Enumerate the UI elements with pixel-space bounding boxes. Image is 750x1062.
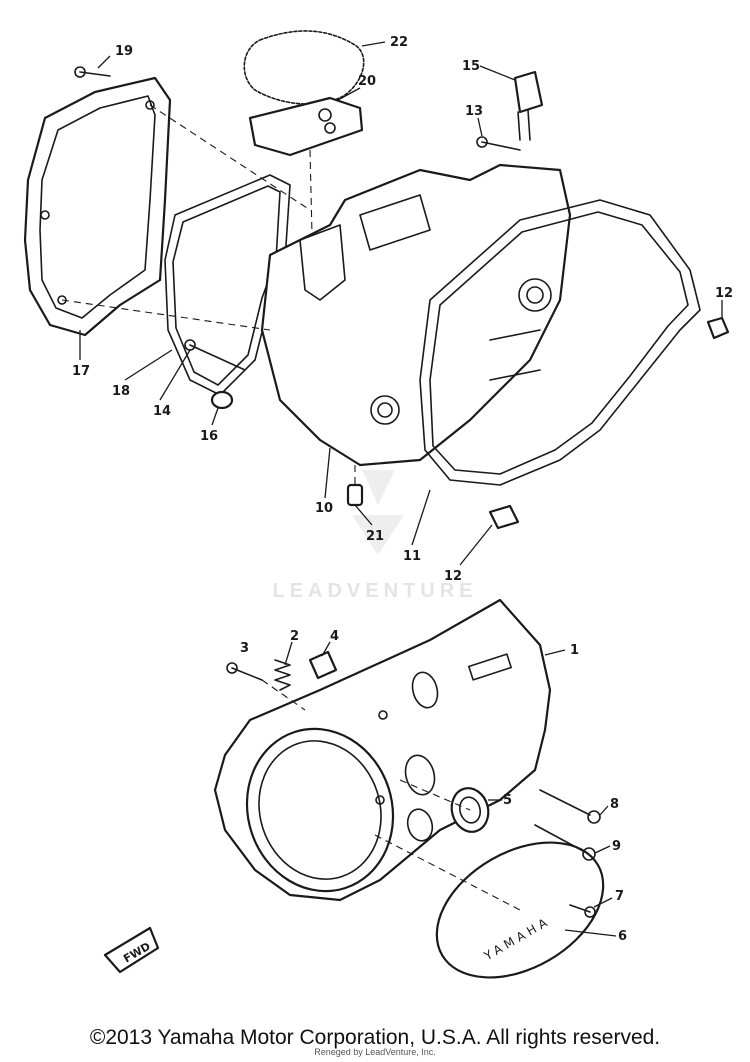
part-12-dowel-pin-lower: [488, 504, 520, 530]
callout-13: 13: [465, 104, 483, 119]
callout-8: 8: [610, 797, 619, 812]
part-1-crankcase-cover: [213, 598, 552, 902]
callout-12-lower: 12: [444, 569, 462, 584]
part-4-collar: [308, 650, 338, 680]
callout-22: 22: [390, 35, 408, 50]
callout-15: 15: [462, 59, 480, 74]
callout-3: 3: [240, 641, 249, 656]
callouts: 1 2 3 4 5 6 7 8 9 10 11 12 12: [72, 35, 733, 944]
part-22-rubber-seal: [243, 30, 365, 105]
part-18-gasket: [164, 174, 291, 396]
part-9-bolt: [534, 824, 596, 861]
callout-14: 14: [153, 404, 171, 419]
fwd-direction-arrow: FWD: [103, 926, 160, 974]
part-7-screw: [569, 904, 596, 918]
part-8-bolt: [539, 789, 601, 824]
callout-5: 5: [503, 793, 512, 808]
part-19-screw: [74, 66, 111, 78]
callout-12: 12: [715, 286, 733, 301]
part-3-screw: [226, 662, 263, 681]
callout-1: 1: [570, 643, 579, 658]
part-21-dowel: [346, 483, 364, 507]
callout-7: 7: [615, 889, 624, 904]
callout-18: 18: [112, 384, 130, 399]
part-11-gasket: [419, 199, 701, 486]
callout-20: 20: [358, 74, 376, 89]
part-20-cap: [248, 96, 364, 157]
alignment-lines-lower: [261, 679, 521, 911]
part-14-bolt: [184, 339, 246, 371]
callout-17: 17: [72, 364, 90, 379]
callout-4: 4: [330, 629, 339, 644]
part-15-oil-filler-cap: [513, 70, 544, 141]
part-16-plug: [210, 390, 234, 410]
watermark-text: LEADVENTURE: [272, 580, 477, 602]
copyright-notice: ©2013 Yamaha Motor Corporation, U.S.A. A…: [89, 1026, 661, 1049]
callout-21: 21: [366, 529, 384, 544]
callout-19: 19: [115, 44, 133, 59]
part-13-screw: [476, 136, 521, 151]
alignment-lines-upper: [61, 104, 356, 485]
credit-line: Reneged by LeadVenture, Inc.: [314, 1047, 436, 1057]
callout-9: 9: [612, 839, 621, 854]
watermark: LEADVENTURE: [272, 470, 477, 602]
part-12-dowel-pin: [706, 316, 730, 340]
part-6-cover-plate: YAMAHA: [435, 841, 605, 979]
callout-11: 11: [403, 549, 421, 564]
part-17-outer-cover: [23, 76, 172, 337]
callout-2: 2: [290, 629, 299, 644]
callout-16: 16: [200, 429, 218, 444]
callout-6: 6: [618, 929, 627, 944]
part-10-crankcase-cover: [260, 163, 572, 467]
callout-10: 10: [315, 501, 333, 516]
part-2-spring: [274, 659, 291, 691]
